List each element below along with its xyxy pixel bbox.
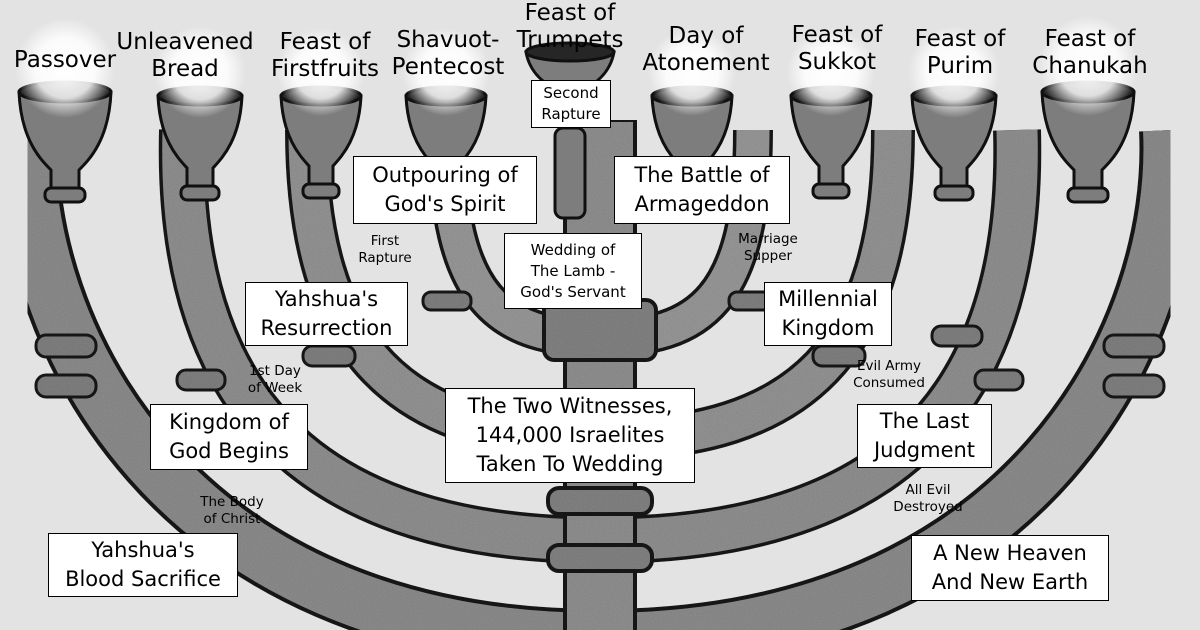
flame-glow-3 (277, 28, 365, 116)
flame-glow-8 (908, 26, 1000, 118)
flame-glow-1 (15, 18, 115, 118)
candle-cups (17, 41, 1136, 220)
feast-shavuot-pentecost: Shavuot-Pentecost (391, 27, 505, 80)
flame-glow-2 (154, 26, 246, 118)
flame-glow-7 (787, 28, 875, 116)
flame-glow-4 (402, 28, 490, 116)
flame-glow-6 (648, 28, 736, 116)
flame-glow-9 (1038, 16, 1138, 116)
feast-passover: Passover (13, 47, 117, 73)
cup-5 (524, 41, 616, 220)
flame-glows (15, 16, 1138, 118)
